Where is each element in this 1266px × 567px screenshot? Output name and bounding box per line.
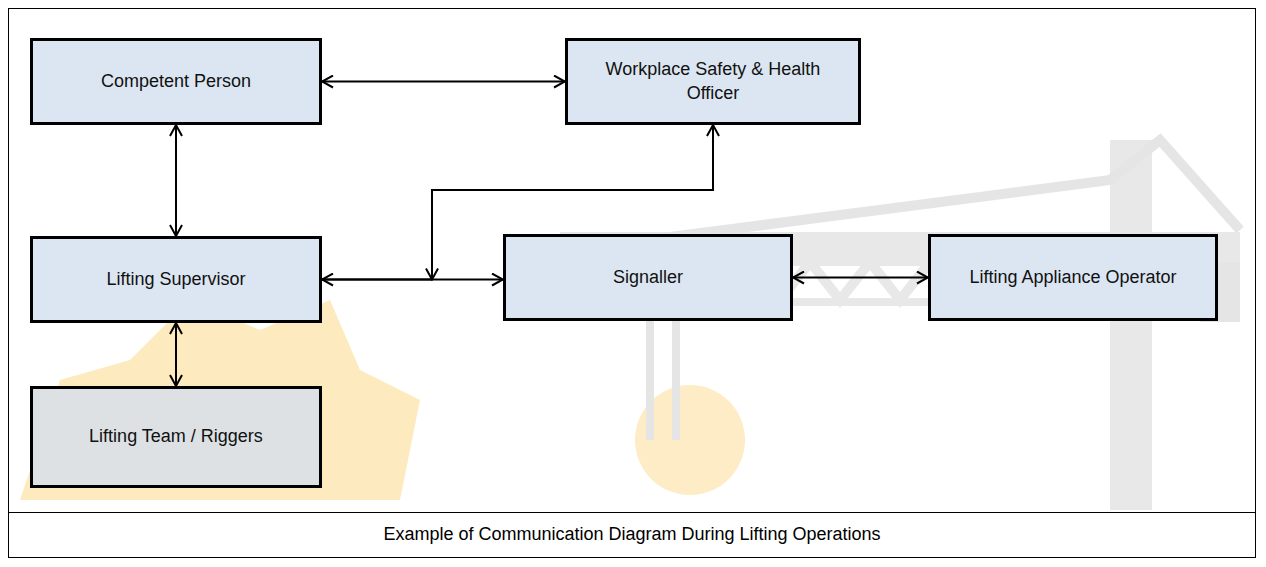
role-label: Signaller [601,260,695,295]
role-box: Signaller [503,234,793,321]
role-label: Lifting Supervisor [94,262,257,297]
role-label: Competent Person [89,64,263,99]
role-box: Lifting Appliance Operator [928,234,1218,321]
team-box: Lifting Team / Riggers [30,386,322,488]
communication-arrow [793,277,928,278]
gear-watermark [20,300,420,500]
crane-tower [1110,140,1152,510]
connector-line [322,279,503,281]
connector-line [175,125,177,236]
communication-arrow [322,279,503,280]
role-box: Lifting Supervisor [30,236,322,323]
caption-divider [8,512,1256,513]
role-box: Competent Person [30,38,322,125]
figure-caption: Example of Communication Diagram During … [8,524,1256,545]
connector-line [793,277,928,279]
communication-arrow [176,323,177,386]
communication-arrow [322,81,565,82]
role-box: Workplace Safety & Health Officer [565,38,861,125]
hoist-rope [672,300,680,440]
connector-line [322,81,565,83]
connector-line [175,323,177,386]
role-label: Lifting Appliance Operator [957,260,1188,295]
role-label: Lifting Team / Riggers [77,419,275,454]
communication-arrow [176,125,177,236]
connector-line [322,279,432,281]
role-label: Workplace Safety & Health Officer [568,52,858,111]
hoist-rope [646,300,654,440]
